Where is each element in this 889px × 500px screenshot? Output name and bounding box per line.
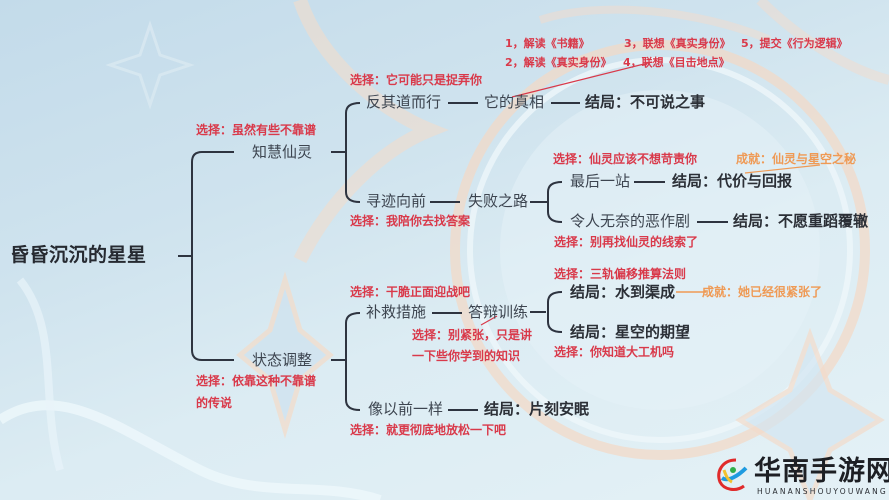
watermark-logo <box>714 456 750 494</box>
choice-label: 选择：虽然有些不靠谱 <box>196 123 317 137</box>
achievement-label: 成就：仙灵与星空之秘 <box>736 152 857 166</box>
choice-label: 选择：仙灵应该不想苛责你 <box>553 152 698 166</box>
node-fanqidao-erxing: 反其道而行 <box>366 93 442 111</box>
choice-label: 选择：就更彻底地放松一下吧 <box>350 423 507 437</box>
step-1: 1，解读《书籍》 <box>505 37 590 50</box>
choice-label: 选择：它可能只是捉弄你 <box>350 73 483 87</box>
root-node: 昏昏沉沉的星星 <box>10 244 147 266</box>
choice-label: 选择：依靠这种不靠谱 <box>196 374 317 388</box>
choice-label: 一下些你学到的知识 <box>412 349 521 363</box>
node-xunji-xiangqian: 寻迹向前 <box>366 192 427 210</box>
choice-label: 选择：别再找仙灵的线索了 <box>554 235 699 249</box>
choice-label: 选择：我陪你去找答案 <box>350 214 471 228</box>
choice-label: 的传说 <box>196 396 233 410</box>
node-shibai-zhilu: 失败之路 <box>468 192 529 210</box>
node-wunai-ezuoju: 令人无奈的恶作剧 <box>570 212 691 230</box>
ending-bukeshuo: 结局：不可说之事 <box>585 93 706 111</box>
node-zuihou-yizhan: 最后一站 <box>570 172 631 190</box>
ending-shuidao-qucheng: 结局：水到渠成 <box>570 283 676 301</box>
node-zhihui-xianling: 知慧仙灵 <box>252 143 313 161</box>
choice-label: 选择：三轨偏移推算法则 <box>554 267 687 281</box>
ending-daijia-huibao: 结局：代价与回报 <box>672 172 793 190</box>
ending-buyuan-chongdao: 结局：不愿重蹈覆辙 <box>733 212 869 230</box>
ending-xingkong-qiwang: 结局：星空的期望 <box>570 323 691 341</box>
node-dabian-xunlian: 答辩训练 <box>468 303 529 321</box>
node-xiang-yiqian-yiyang: 像以前一样 <box>368 400 444 418</box>
choice-label: 选择：别紧张，只是讲 <box>412 328 533 342</box>
logo-icon <box>717 458 748 491</box>
ending-pianke-anmian: 结局：片刻安眠 <box>484 400 590 418</box>
node-tade-zhenxiang: 它的真相 <box>484 93 545 111</box>
watermark-name: 华南手游网 <box>754 456 889 487</box>
achievement-label: 成就：她已经很紧张了 <box>702 285 823 299</box>
choice-label: 选择：你知道大工机吗 <box>554 345 675 359</box>
step-4: 4，联想《目击地点》 <box>623 56 730 69</box>
step-5: 5，提交《行为逻辑》 <box>741 37 848 50</box>
step-3: 3，联想《真实身份》 <box>624 37 731 50</box>
choice-label: 选择：干脆正面迎战吧 <box>350 285 471 299</box>
node-bujiu-cuoshi: 补救措施 <box>366 303 427 321</box>
node-zhuangtai-tiaozheng: 状态调整 <box>252 351 313 369</box>
watermark-pinyin: HUANANSHOUYOUWANG <box>757 487 888 496</box>
step-2: 2，解读《真实身份》 <box>505 56 612 69</box>
